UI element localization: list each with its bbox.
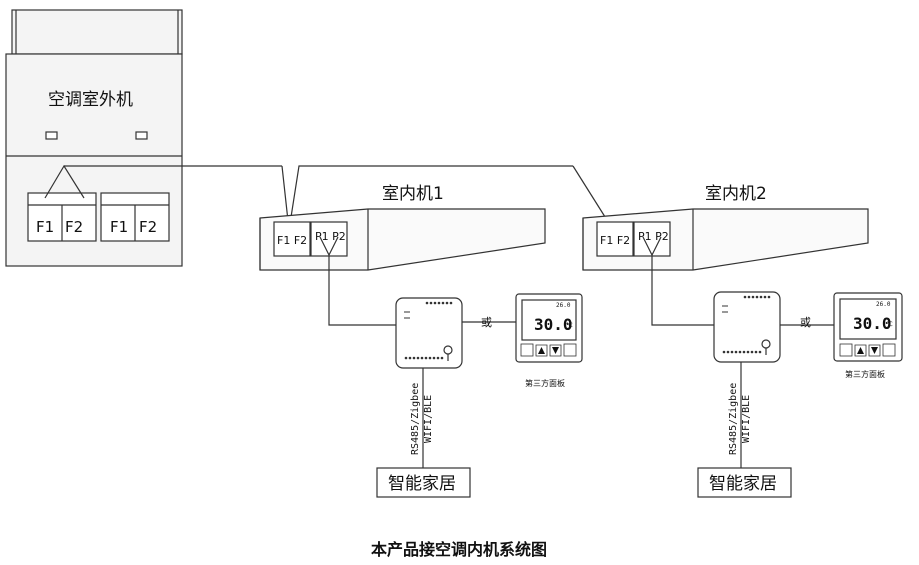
- gateway-connector-dots: [404, 301, 453, 360]
- smart-home-label: 智能家居: [709, 474, 777, 494]
- p-terminals-label: P1 P2: [638, 230, 669, 243]
- indoor-unit-1: [259, 208, 546, 326]
- f-terminals-label: F1 F2: [600, 234, 630, 247]
- indoor-unit-label: 室内机2: [705, 184, 767, 204]
- smart-home-box: [697, 467, 792, 498]
- outdoor-unit-label: 空调室外机: [48, 90, 133, 110]
- f-bus-wiring: [44, 164, 613, 231]
- bus-label-line1: RS485/Zigbee: [728, 383, 739, 455]
- f-terminal-block: [273, 221, 311, 257]
- gateway-module-2: [713, 291, 834, 468]
- third-party-panel-1: [515, 293, 583, 363]
- terminal-f2: F2: [65, 218, 83, 236]
- gateway-connector-dots: [722, 295, 771, 354]
- bus-label: RS485/Zigbee WIFI/BLE: [728, 383, 752, 455]
- panel-corner-temp: 26.0: [556, 302, 571, 309]
- diagram-caption: 本产品接空调内机系统图: [371, 540, 547, 559]
- outdoor-unit: [5, 9, 183, 267]
- panel-temp-unit: ℃: [886, 321, 893, 328]
- indoor-unit-2: [582, 208, 869, 326]
- f-terminal-block: [596, 221, 634, 257]
- f-terminals-label: F1 F2: [277, 234, 307, 247]
- or-label: 或: [481, 316, 492, 329]
- terminal-f1: F1: [110, 218, 128, 236]
- terminal-f2: F2: [139, 218, 157, 236]
- panel-corner-temp: 26.0: [876, 301, 891, 308]
- third-party-panel-2: [833, 292, 903, 362]
- outdoor-unit-top: [11, 9, 183, 55]
- indicator-light: [135, 131, 148, 140]
- panel-caption: 第三方面板: [845, 369, 885, 379]
- panel-caption: 第三方面板: [525, 378, 565, 388]
- panel-temp-unit: ℃: [566, 322, 573, 329]
- indoor-unit-label: 室内机1: [382, 184, 444, 204]
- bus-label-line2: WIFI/BLE: [423, 395, 434, 443]
- bus-label: RS485/Zigbee WIFI/BLE: [410, 383, 434, 455]
- panel-temp: 30.0: [853, 314, 892, 333]
- p-terminal-block: [633, 221, 671, 257]
- gateway-module-1: [395, 297, 516, 468]
- panel-temp: 30.0: [534, 315, 573, 334]
- terminal-f1: F1: [36, 218, 54, 236]
- indicator-light: [45, 131, 58, 140]
- p-terminals-label: P1 P2: [315, 230, 346, 243]
- bus-label-line2: WIFI/BLE: [741, 395, 752, 443]
- smart-home-box: [376, 467, 471, 498]
- smart-home-label: 智能家居: [388, 474, 456, 494]
- or-label: 或: [800, 316, 811, 329]
- bus-label-line1: RS485/Zigbee: [410, 383, 421, 455]
